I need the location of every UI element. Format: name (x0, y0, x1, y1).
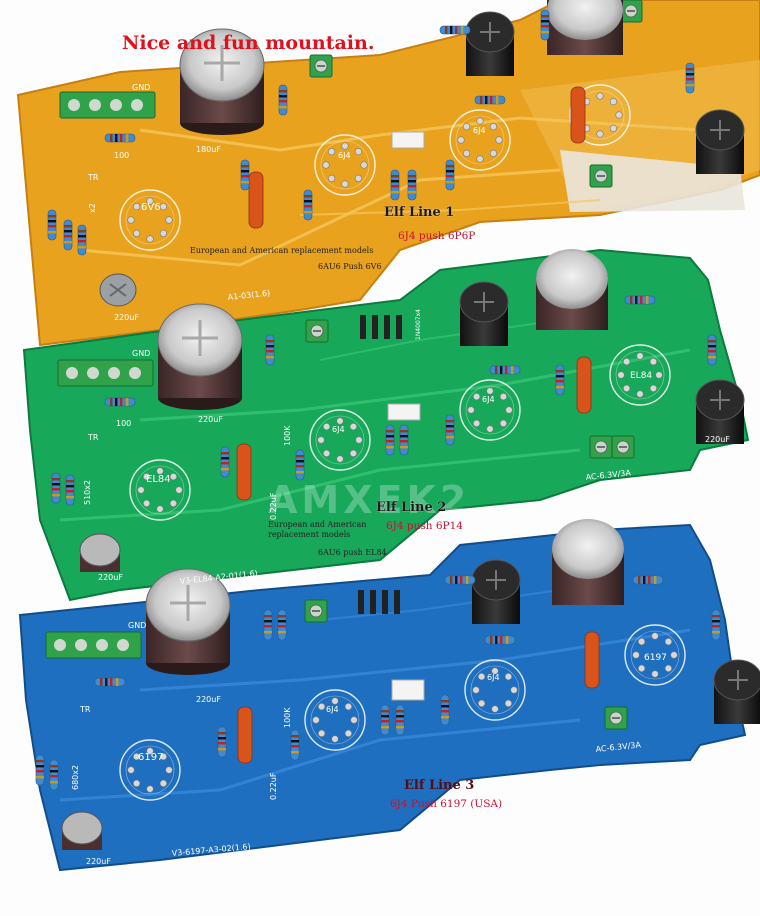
silk-b3-res-100k: 100K (283, 707, 292, 728)
silk-b1-res: 100 (114, 151, 129, 160)
silk-b3-tube-left: 6197 (138, 752, 163, 763)
silk-b2-tube-mid: 6J4 (332, 425, 345, 434)
silk-b3-res-x2: 680x2 (71, 765, 80, 790)
board3-title: Elf Line 3 (404, 778, 475, 793)
silk-b3-cap-left: 220uF (86, 857, 111, 866)
board2-note-sub: 6AU6 push EL84 (318, 548, 387, 557)
silk-b1-tube-mid: 6J4 (338, 151, 351, 160)
board3-subtitle: 6J4 Push 6197 (USA) (390, 798, 503, 810)
silk-b3-cap-022: 0.22uF (269, 772, 278, 800)
silk-b2-tube-left: EL84 (146, 474, 171, 485)
silk-b2-ak: 1N4007x4 (415, 309, 422, 340)
board-2 (22, 248, 750, 602)
silk-b3-tr: TR (79, 705, 91, 714)
silk-b2-res-100: 100 (116, 419, 131, 428)
silk-b1-tube-right: 6J4 (473, 126, 486, 135)
board1-title: Elf Line 1 (384, 205, 455, 220)
silk-b2-tr: TR (87, 433, 99, 442)
board1-subtitle: 6J4 push 6P6P (398, 230, 476, 242)
silk-b1-cap-small: 220uF (114, 313, 139, 322)
silk-b1-tr: TR (87, 173, 99, 182)
silk-b3-tube-mid: 6J4 (326, 705, 339, 714)
silk-b3-tube-right: 6197 (644, 653, 667, 663)
board-3 (18, 519, 760, 872)
board2-note-models: European and American replacement models (268, 520, 367, 539)
silk-b3-tube-mid2: 6J4 (487, 673, 500, 682)
silk-b1-cap-main: 180uF (196, 145, 221, 154)
board2-subtitle: 6J4 push 6P14 (386, 520, 463, 532)
silk-b3-gnd: GND (128, 621, 146, 630)
silk-b2-gnd: GND (132, 349, 150, 358)
caption-top: Nice and fun mountain. (122, 32, 375, 54)
silk-b2-cap-main: 220uF (198, 415, 223, 424)
board-1 (16, 0, 760, 347)
board1-note-sub: 6AU6 Push 6V6 (318, 262, 382, 271)
silk-b2-tube-mid2: 6J4 (482, 395, 495, 404)
silk-b2-tube-right: EL84 (630, 371, 652, 381)
silk-b2-res-x2: 510x2 (83, 480, 92, 505)
silk-b1-gnd: GND (132, 83, 150, 92)
silk-b1-res-x2: x2 (88, 203, 97, 213)
silk-b1-model: A1-03(1.6) (227, 289, 270, 302)
silk-b2-cap-right: 220uF (705, 435, 730, 444)
silk-b2-cap-022: 0.22uF (269, 492, 278, 520)
silk-b3-cap-main: 220uF (196, 695, 221, 704)
board1-note-models: European and American replacement models (190, 246, 374, 255)
silk-b2-cap-left: 220uF (98, 573, 123, 582)
board2-title: Elf Line 2 (376, 500, 447, 515)
watermark-text: AMXEK2 (268, 478, 471, 522)
silk-b2-res-100k: 100K (283, 425, 292, 446)
silk-b1-tube-left: 6V6 (141, 202, 161, 213)
